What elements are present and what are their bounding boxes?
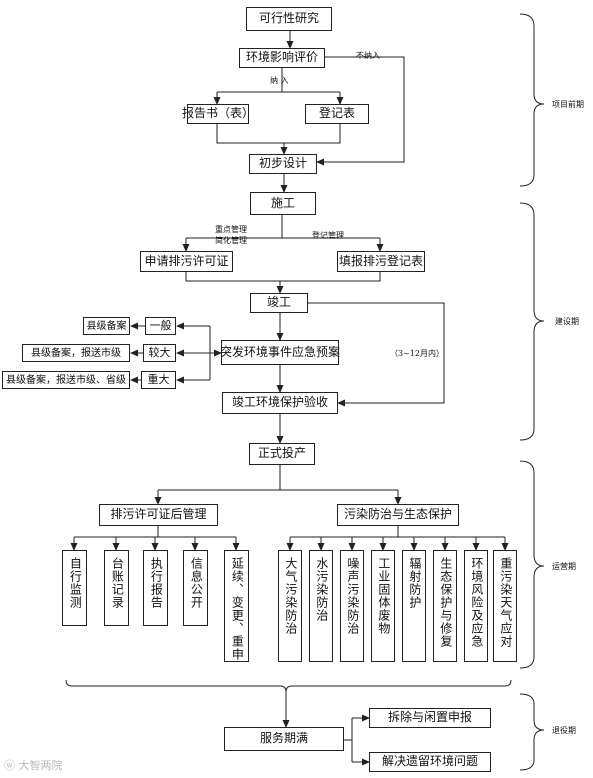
node-air-pollution: 大气污染防治 — [278, 550, 302, 662]
arrow-months — [308, 302, 445, 407]
label-simplified-management: 简化管理 — [215, 236, 247, 245]
node-construction: 施工 — [250, 192, 316, 215]
node-completion: 竣工 — [250, 293, 308, 313]
node-fill-registration: 填报排污登记表 — [337, 251, 425, 272]
node-execution-report: 执行报告 — [143, 550, 168, 626]
stage-label-operation: 运营期 — [552, 562, 576, 571]
node-apply-permit: 申请排污许可证 — [140, 251, 233, 272]
node-level-general: 一般 — [145, 317, 176, 335]
node-emergency-plan: 突发环境事件应急预案 — [220, 340, 340, 365]
node-level-serious: 重大 — [141, 371, 176, 389]
node-env-risk: 环境风险及应急 — [464, 550, 488, 662]
node-formal-operation: 正式投产 — [249, 443, 315, 465]
node-feasibility: 可行性研究 — [246, 7, 332, 31]
watermark-icon: ⓦ — [4, 759, 19, 772]
node-self-monitoring-text: 自行监测 — [68, 557, 83, 609]
node-acceptance: 竣工环境保护验收 — [222, 392, 338, 414]
stage-label-pre: 项目前期 — [552, 100, 584, 109]
node-info-disclosure-text: 信息公开 — [189, 557, 204, 609]
node-pollution-control: 污染防治与生态保护 — [337, 504, 459, 526]
label-key-management: 重点管理 — [215, 225, 247, 234]
stage-label-construction: 建设期 — [555, 317, 579, 326]
node-radiation: 辐射防护 — [402, 550, 426, 662]
line-reg-to-completion — [280, 271, 381, 282]
node-service-expired: 服务期满 — [224, 727, 344, 751]
watermark: ⓦ 大智两院 — [4, 757, 63, 773]
node-level-major: 较大 — [143, 344, 176, 362]
node-eia: 环境影响评价 — [239, 48, 325, 68]
watermark-text: 大智两院 — [18, 759, 63, 772]
node-radiation-text: 辐射防护 — [407, 557, 422, 609]
node-filing-county-city: 县级备案，报送市级 — [22, 344, 130, 362]
node-ledger-record: 台账记录 — [104, 550, 129, 626]
node-filing-county-city-prov: 县级备案，报送市级、省级 — [2, 371, 130, 389]
node-registration-form: 登记表 — [305, 104, 369, 124]
label-registration-management: 登记管理 — [312, 231, 344, 240]
label-included: 纳 入 — [270, 76, 289, 85]
node-info-disclosure: 信息公开 — [183, 550, 208, 626]
node-legacy: 解决遗留环境问题 — [369, 752, 491, 772]
node-ecology-text: 生态保护与修复 — [438, 557, 453, 648]
line-report-to-design — [216, 124, 284, 144]
node-solid-waste-text: 工业固体废物 — [376, 557, 391, 635]
node-ecology: 生态保护与修复 — [433, 550, 457, 662]
label-months: （3~12月内） — [390, 349, 444, 358]
node-report: 报告书（表） — [182, 104, 254, 124]
stage-brace-decommission — [519, 693, 545, 771]
node-preliminary-design: 初步设计 — [249, 154, 317, 174]
stage-brace-operation — [519, 460, 545, 669]
node-water-pollution: 水污染防治 — [309, 550, 333, 662]
stage-brace-pre — [519, 13, 545, 187]
node-water-pollution-text: 水污染防治 — [314, 557, 329, 622]
node-noise-pollution-text: 噪声污染防治 — [345, 557, 360, 635]
node-dismantle: 拆除与闲置申报 — [369, 708, 491, 728]
node-heavy-pollution-weather: 重污染天气应对 — [493, 550, 517, 662]
node-filing-county: 县级备案 — [83, 317, 130, 335]
node-heavy-pollution-weather-text: 重污染天气应对 — [498, 557, 513, 648]
line-reg-to-design — [284, 124, 341, 144]
arrow-not-included — [316, 56, 405, 166]
operation-merge-bracket — [65, 679, 512, 693]
node-post-permit: 排污许可证后管理 — [99, 504, 218, 526]
node-self-monitoring: 自行监测 — [62, 550, 87, 626]
node-execution-report-text: 执行报告 — [149, 557, 164, 609]
line-permit-to-completion — [185, 271, 280, 282]
node-env-risk-text: 环境风险及应急 — [469, 557, 484, 648]
node-renew-change: 延续、变更、重申 — [224, 550, 249, 662]
node-solid-waste: 工业固体废物 — [371, 550, 395, 662]
stage-brace-construction — [519, 202, 545, 441]
node-noise-pollution: 噪声污染防治 — [340, 550, 364, 662]
stage-label-decommission: 退役期 — [552, 726, 576, 735]
node-ledger-record-text: 台账记录 — [110, 557, 125, 609]
node-air-pollution-text: 大气污染防治 — [283, 557, 298, 635]
node-renew-change-text: 延续、变更、重申 — [230, 557, 245, 661]
label-not-included: 不纳入 — [356, 51, 380, 60]
